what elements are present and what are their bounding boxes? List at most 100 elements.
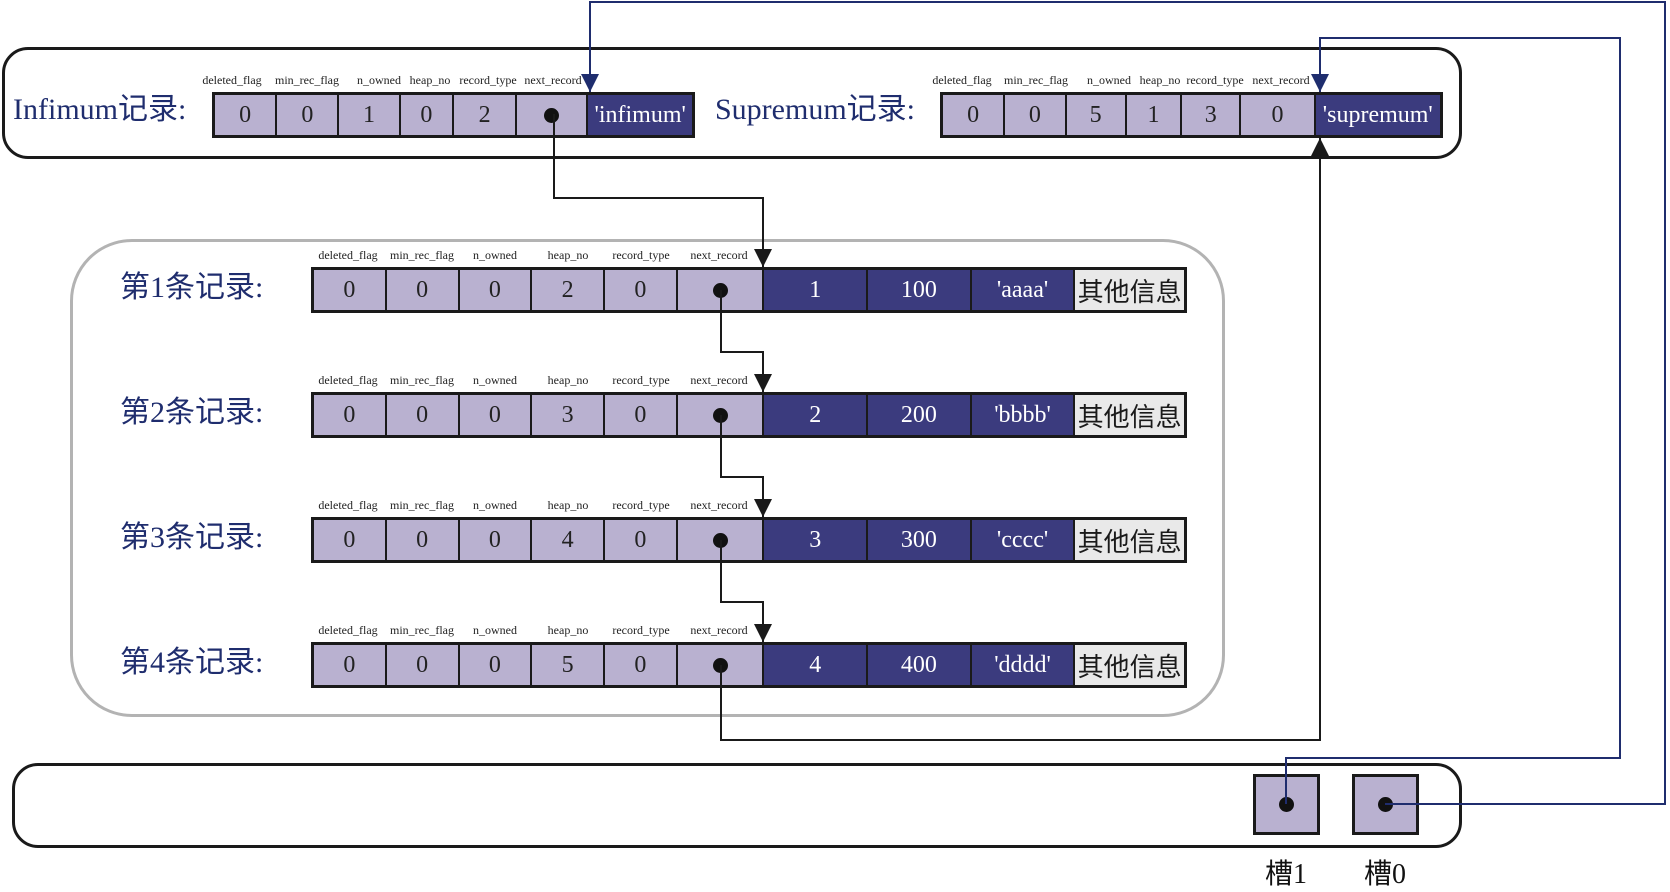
field-label-heap-no: heap_no [547,373,589,387]
field-label-min-rec-flag: min_rec_flag [390,373,454,387]
pointer-dot-icon [712,407,728,423]
record-4-deleted-flag: 0 [314,645,387,685]
field-label-record-type: record_type [1186,73,1244,87]
field-label-record-type: record_type [612,373,670,387]
record-4-col-2: 400 [868,645,972,685]
record-3-col-2: 300 [868,520,972,560]
supremum-n-owned: 5 [1066,95,1127,135]
field-label-deleted-flag: deleted_flag [318,373,378,387]
slot-1 [1253,774,1320,835]
record-1-col-3: 'aaaa' [971,270,1076,310]
record-2-col-3: 'bbbb' [971,395,1076,435]
field-label-next-record: next_record [690,498,748,512]
supremum-header-labels: deleted_flag min_rec_flag n_owned heap_n… [0,73,1670,87]
record-1-other-info: 其他信息 [1075,270,1184,310]
field-label-heap-no: heap_no [1139,73,1181,87]
slot-1-label: 槽1 [1265,859,1308,890]
slot-0 [1352,774,1419,835]
record-1-min-rec-flag: 0 [386,270,460,310]
supremum-title: Supremum记录: [715,93,915,126]
field-label-n-owned: n_owned [1087,73,1131,87]
record-2-title: 第2条记录: [120,396,264,429]
field-label-next-record: next_record [524,73,582,87]
infimum-min-rec-flag: 0 [277,95,340,135]
record-3-heap-no: 4 [532,520,605,560]
record-3-col-3: 'cccc' [971,520,1076,560]
field-label-n-owned: n_owned [473,623,517,637]
record-2-min-rec-flag: 0 [386,395,460,435]
field-label-min-rec-flag: min_rec_flag [390,623,454,637]
field-label-deleted-flag: deleted_flag [318,248,378,262]
field-label-next-record: next_record [690,623,748,637]
field-label-next-record: next_record [690,373,748,387]
record-2-col-1: 2 [764,395,869,435]
record-4-col-1: 4 [764,645,869,685]
field-label-record-type: record_type [612,248,670,262]
supremum-record-type: 3 [1182,95,1242,135]
supremum-record: 0 0 5 1 3 0 'supremum' [940,92,1443,138]
record-3-min-rec-flag: 0 [386,520,460,560]
record-2-heap-no: 3 [532,395,605,435]
record-3-n-owned: 0 [459,520,533,560]
field-label-min-rec-flag: min_rec_flag [390,498,454,512]
record-4-col-3: 'dddd' [971,645,1076,685]
pointer-dot-icon [712,282,728,298]
field-label-heap-no: heap_no [547,498,589,512]
record-1-col-1: 1 [764,270,869,310]
record-3-header-labels: deleted_flag min_rec_flag n_owned heap_n… [0,498,1670,512]
infimum-deleted-flag: 0 [215,95,278,135]
field-label-n-owned: n_owned [357,73,401,87]
field-label-record-type: record_type [612,498,670,512]
field-label-heap-no: heap_no [547,623,589,637]
record-4-title: 第4条记录: [120,646,264,679]
record-1-header-labels: deleted_flag min_rec_flag n_owned heap_n… [0,248,1670,262]
record-1-n-owned: 0 [459,270,533,310]
record-1-record-type: 0 [605,270,678,310]
field-label-deleted-flag: deleted_flag [932,73,992,87]
field-label-next-record: next_record [1252,73,1310,87]
record-1-heap-no: 2 [532,270,605,310]
supremum-min-rec-flag: 0 [1005,95,1067,135]
field-label-n-owned: n_owned [473,373,517,387]
field-label-min-rec-flag: min_rec_flag [390,248,454,262]
record-4-next-record [677,645,765,685]
record-3-next-record [677,520,765,560]
infimum-record: 0 0 1 0 2 'infimum' [212,92,695,138]
infimum-record-type: 2 [454,95,518,135]
record-3-other-info: 其他信息 [1075,520,1184,560]
supremum-data: 'supremum' [1315,95,1440,135]
pointer-dot-icon [712,532,728,548]
record-3: 0 0 0 4 0 3 300 'cccc' 其他信息 [311,517,1187,563]
pointer-dot-icon [544,107,560,123]
field-label-next-record: next_record [690,248,748,262]
infimum-title: Infimum记录: [13,93,187,126]
supremum-deleted-flag: 0 [943,95,1006,135]
record-1-next-record [677,270,765,310]
record-4-record-type: 0 [605,645,678,685]
record-3-record-type: 0 [605,520,678,560]
pointer-dot-icon [1378,797,1393,812]
supremum-next-record: 0 [1241,95,1316,135]
record-2-n-owned: 0 [459,395,533,435]
infimum-data: 'infimum' [588,95,692,135]
record-1-deleted-flag: 0 [314,270,387,310]
record-1: 0 0 0 2 0 1 100 'aaaa' 其他信息 [311,267,1187,313]
record-3-title: 第3条记录: [120,521,264,554]
field-label-heap-no: heap_no [409,73,451,87]
record-3-col-1: 3 [764,520,869,560]
record-4-heap-no: 5 [532,645,605,685]
record-4: 0 0 0 5 0 4 400 'dddd' 其他信息 [311,642,1187,688]
record-1-title: 第1条记录: [120,271,264,304]
slot-0-label: 槽0 [1364,859,1407,890]
record-2-next-record [677,395,765,435]
field-label-min-rec-flag: min_rec_flag [275,73,339,87]
field-label-deleted-flag: deleted_flag [318,498,378,512]
field-label-deleted-flag: deleted_flag [318,623,378,637]
record-2-header-labels: deleted_flag min_rec_flag n_owned heap_n… [0,373,1670,387]
page-directory-panel [12,763,1462,848]
field-label-heap-no: heap_no [547,248,589,262]
infimum-header-labels: deleted_flag min_rec_flag n_owned heap_n… [0,73,1670,87]
record-2-col-2: 200 [868,395,972,435]
infimum-next-record [517,95,589,135]
